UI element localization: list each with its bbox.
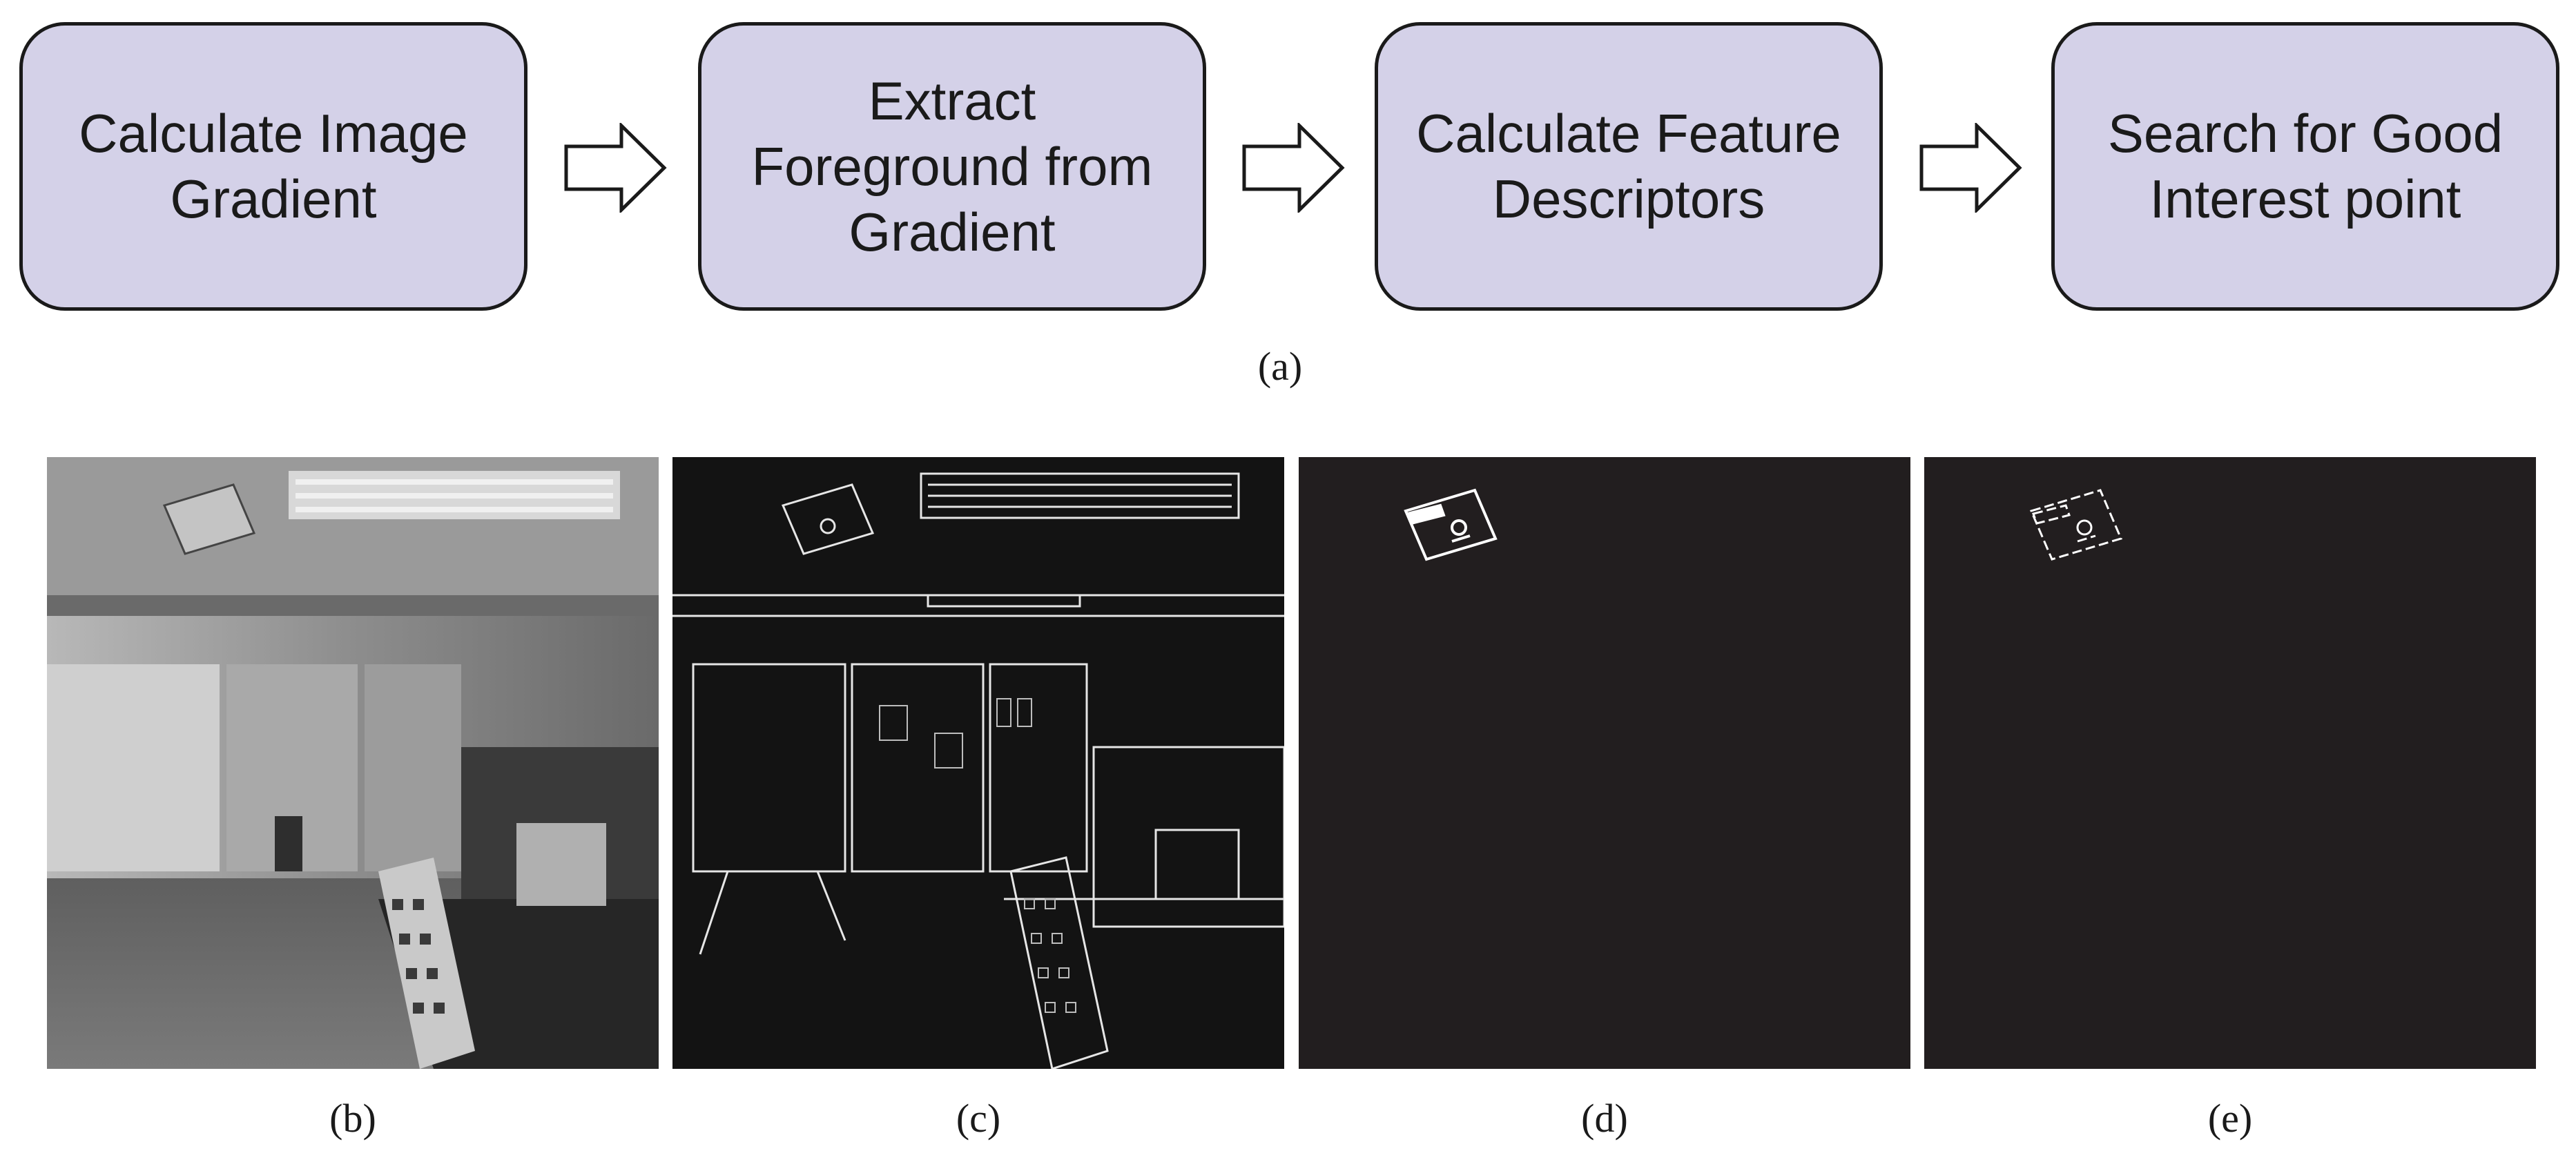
step-search-interest-point: Search for Good Interest point [2051, 22, 2559, 311]
caption-d: (d) [1581, 1096, 1628, 1141]
step-calculate-image-gradient: Calculate Image Gradient [19, 22, 527, 311]
step-extract-foreground: Extract Foreground from Gradient [698, 22, 1206, 311]
caption-c: (c) [956, 1096, 1001, 1141]
arrow-icon [1242, 123, 1345, 213]
caption-b: (b) [329, 1096, 376, 1141]
panel-grayscale-photo [47, 457, 659, 1069]
step-calculate-feature-descriptors: Calculate Feature Descriptors [1375, 22, 1883, 311]
panel-gradient-edges [672, 457, 1284, 1069]
panel-interest-points [1924, 457, 2536, 1069]
arrow-icon [564, 123, 667, 213]
caption-a: (a) [1257, 344, 1303, 389]
panel-foreground-mask [1299, 457, 1910, 1069]
arrow-icon [1919, 123, 2022, 213]
caption-e: (e) [2207, 1096, 2253, 1141]
